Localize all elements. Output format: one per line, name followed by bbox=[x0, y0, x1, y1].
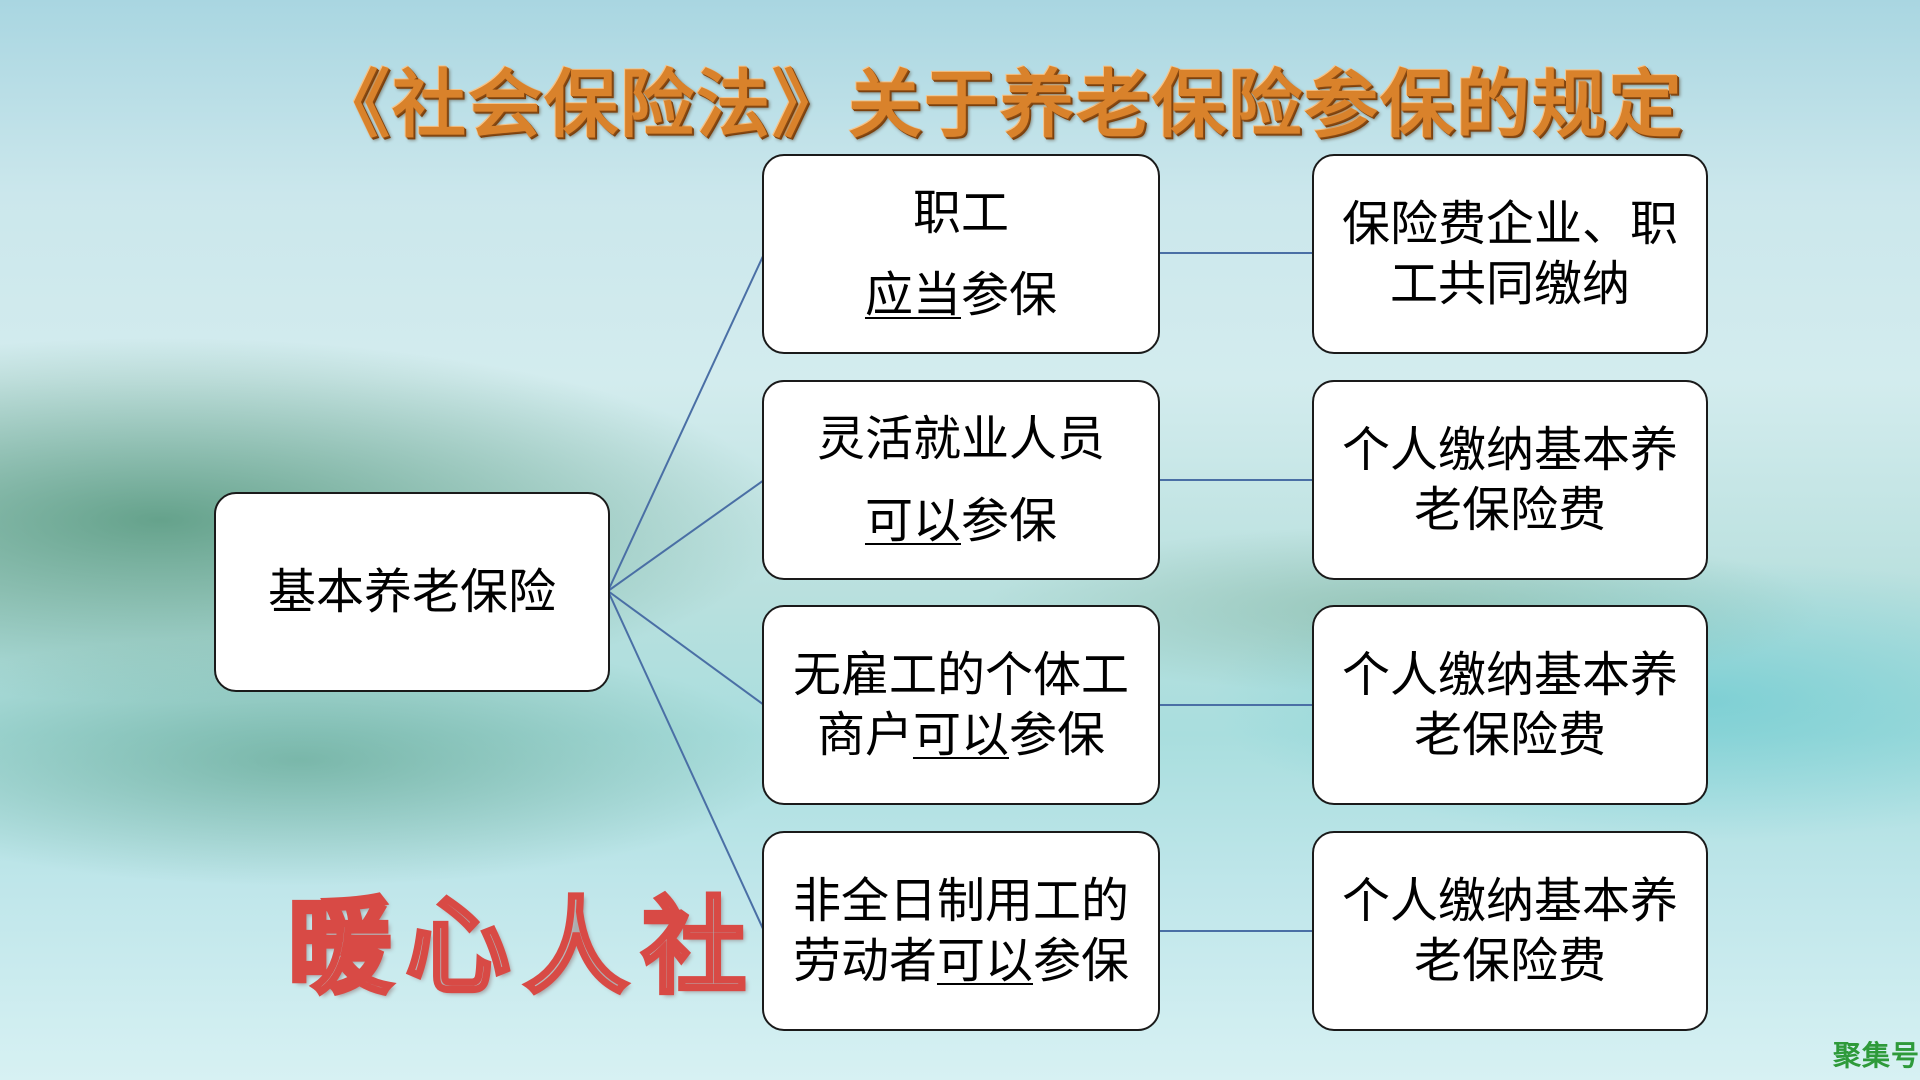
payment-line2: 老保险费 bbox=[1413, 933, 1606, 989]
watermark-text: 暖心人社 bbox=[286, 884, 761, 1010]
emphasis-may: 可以 bbox=[912, 707, 1009, 763]
node-payment-individual: 个人缴纳基本养 老保险费 bbox=[1312, 831, 1708, 1031]
root-node-label: 基本养老保险 bbox=[267, 564, 556, 620]
node-flexible-line2: 可以参保 bbox=[864, 493, 1058, 549]
node-payment-individual: 个人缴纳基本养 老保险费 bbox=[1312, 380, 1708, 580]
node-part-time-worker: 非全日制用工的 劳动者可以参保 bbox=[762, 831, 1160, 1031]
payment-line2: 老保险费 bbox=[1413, 482, 1606, 538]
node-employee-line1: 职工 bbox=[912, 185, 1009, 241]
payment-line1: 个人缴纳基本养 bbox=[1341, 647, 1678, 703]
emphasis-should: 应当 bbox=[864, 267, 961, 323]
node-flexible-line1: 灵活就业人员 bbox=[816, 411, 1105, 467]
payment-line2: 老保险费 bbox=[1413, 707, 1606, 763]
connector-root-to-flexible bbox=[607, 479, 765, 592]
payment-line1: 个人缴纳基本养 bbox=[1341, 873, 1678, 929]
node-parttime-line2: 劳动者可以参保 bbox=[792, 933, 1130, 989]
root-node-basic-pension: 基本养老保险 bbox=[214, 492, 610, 692]
corner-logo: 聚集号 bbox=[1832, 1039, 1920, 1072]
node-selfemployed-line1: 无雇工的个体工 bbox=[792, 647, 1129, 703]
node-selfemployed-line2: 商户可以参保 bbox=[816, 707, 1106, 763]
node-self-employed: 无雇工的个体工 商户可以参保 bbox=[762, 605, 1160, 805]
payment-line1: 保险费企业、职 bbox=[1341, 196, 1678, 252]
node-parttime-line1: 非全日制用工的 bbox=[792, 873, 1129, 929]
node-payment-employer-employee: 保险费企业、职 工共同缴纳 bbox=[1312, 154, 1708, 354]
node-employee: 职工 应当参保 bbox=[762, 154, 1160, 354]
node-employee-line2: 应当参保 bbox=[864, 267, 1058, 323]
node-payment-individual: 个人缴纳基本养 老保险费 bbox=[1312, 605, 1708, 805]
node-flexible-employment: 灵活就业人员 可以参保 bbox=[762, 380, 1160, 580]
payment-line1: 个人缴纳基本养 bbox=[1341, 422, 1678, 478]
connector-root-to-employee bbox=[607, 253, 765, 592]
payment-line2: 工共同缴纳 bbox=[1389, 256, 1630, 312]
emphasis-may: 可以 bbox=[864, 493, 961, 549]
emphasis-may: 可以 bbox=[936, 933, 1033, 989]
connector-root-to-selfemployed bbox=[607, 590, 765, 706]
slide-title: 《社会保险法》关于养老保险参保的规定 bbox=[316, 61, 1684, 148]
